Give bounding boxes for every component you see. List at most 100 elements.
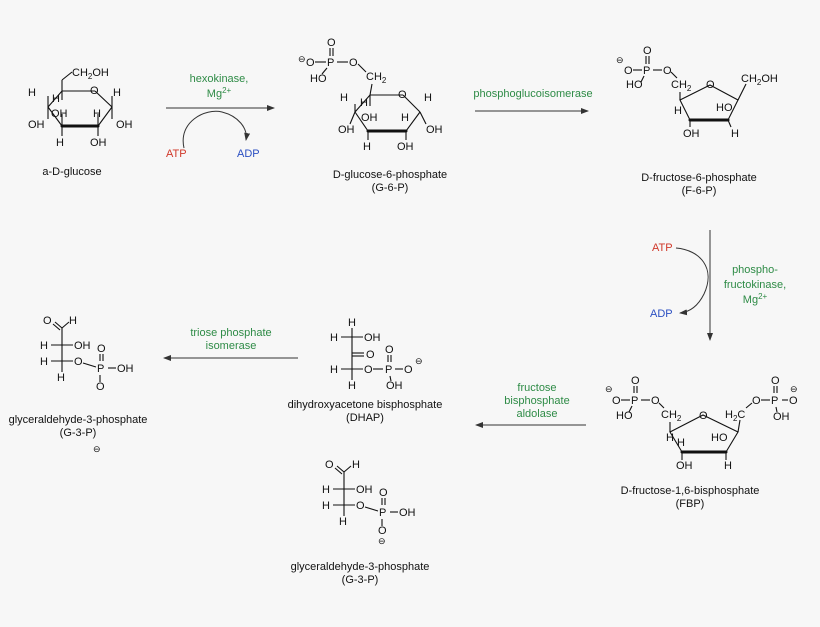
g3p-bottom-abbrev: (G-3-P) (342, 574, 379, 586)
g3p-h: H (322, 484, 330, 496)
aldolase-label-1: fructose (517, 382, 556, 394)
fbp-ch2-left: CH2 (661, 409, 682, 423)
g6p-oh: OH (361, 112, 378, 124)
phosphate-ho: HO (626, 79, 643, 91)
g3p-h: H (339, 516, 347, 528)
phosphate-o: O (789, 395, 798, 407)
g3p-h: H (352, 459, 360, 471)
glucose-oh: OH (116, 119, 133, 131)
atp-label: ATP (652, 242, 673, 254)
charge-minus: ⊖ (616, 55, 624, 65)
phosphate-oh: OH (773, 411, 790, 423)
f6p-ch2: CH2 (671, 79, 692, 93)
phosphorus: P (643, 65, 650, 77)
phosphate-o: O (643, 45, 652, 57)
fbp-structure: ⊖ O P O O HO CH2 O H H OH HO H H2C O P O… (605, 375, 798, 510)
ester-o: O (74, 356, 83, 368)
pfk-label-1: phospho- (732, 264, 778, 276)
g3p-left-label: glyceraldehyde-3-phosphate (9, 414, 148, 426)
hexokinase-step: hexokinase, Mg2+ ATP ADP (166, 73, 275, 160)
g6p-h: H (340, 92, 348, 104)
phosphate-o: O (379, 487, 388, 499)
phosphoglucoisomerase-label: phosphoglucoisomerase (473, 88, 592, 100)
f6p-structure: ⊖ O P O O HO CH2 O H OH HO H CH2OH D-fru… (616, 45, 778, 197)
phosphate-oh: OH (386, 380, 403, 392)
g3p-h: H (40, 340, 48, 352)
phosphorus: P (385, 364, 392, 376)
glucose-oh: OH (28, 119, 45, 131)
phosphate-o: O (97, 343, 106, 355)
g3p-h: H (40, 356, 48, 368)
phosphorus: P (379, 507, 386, 519)
charge-minus: ⊖ (93, 444, 101, 454)
phosphate-o: O (624, 65, 633, 77)
charge-minus: ⊖ (605, 384, 613, 394)
ring-oxygen: O (699, 410, 708, 422)
ring-oxygen: O (706, 79, 715, 91)
ring-oxygen: O (398, 89, 407, 101)
g3p-left-structure: O H H OH H O P O OH O H glyceraldehyde-3… (9, 315, 148, 454)
phosphate-oh: OH (399, 507, 416, 519)
pfk-step: ATP ADP phospho- fructokinase, Mg2+ (650, 230, 786, 341)
phosphate-o: O (631, 375, 640, 387)
hexokinase-label: hexokinase, (190, 73, 249, 85)
f6p-h: H (731, 128, 739, 140)
dhap-h: H (330, 332, 338, 344)
g3p-left-abbrev: (G-3-P) (60, 427, 97, 439)
phosphorus: P (771, 395, 778, 407)
g6p-h: H (363, 141, 371, 153)
g6p-ch2: CH2 (366, 71, 387, 85)
isomerase-step: phosphoglucoisomerase (473, 88, 593, 114)
fbp-h: H (724, 460, 732, 472)
ester-o: O (663, 65, 672, 77)
glucose-h: H (52, 93, 60, 105)
mg-label: Mg2+ (743, 292, 768, 306)
dhap-ketone-o: O (366, 349, 375, 361)
phosphate-o: O (327, 37, 336, 49)
mg-label: Mg2+ (207, 86, 232, 100)
g6p-label: D-glucose-6-phosphate (333, 169, 447, 181)
fbp-ho: HO (711, 432, 728, 444)
g3p-bottom-label: glyceraldehyde-3-phosphate (291, 561, 430, 573)
phosphate-o: O (378, 525, 387, 537)
phosphate-ho: HO (310, 73, 327, 85)
tpi-label-1: triose phosphate (190, 327, 271, 339)
glucose-h: H (113, 87, 121, 99)
aldolase-label-2: bisphosphate (504, 395, 569, 407)
g6p-oh: OH (426, 124, 443, 136)
dhap-h: H (348, 317, 356, 329)
phosphate-o: O (306, 57, 315, 69)
fbp-h: H (677, 437, 685, 449)
g6p-oh: OH (397, 141, 414, 153)
glucose-h: H (56, 137, 64, 149)
ring-oxygen: O (90, 85, 99, 97)
charge-minus: ⊖ (790, 384, 798, 394)
phosphate-o: O (404, 364, 413, 376)
aldehyde-o: O (43, 315, 52, 327)
glucose-ch2oh: CH2OH (72, 67, 109, 81)
phosphorus: P (327, 57, 334, 69)
f6p-abbrev: (F-6-P) (682, 185, 717, 197)
dhap-h: H (348, 380, 356, 392)
f6p-label: D-fructose-6-phosphate (641, 172, 757, 184)
phosphate-o: O (771, 375, 780, 387)
pfk-label-2: fructokinase, (724, 279, 786, 291)
cofactor-curve-arrow (182, 110, 251, 149)
charge-minus: ⊖ (298, 54, 306, 64)
phosphate-o: O (96, 381, 105, 393)
f6p-ho: HO (716, 102, 733, 114)
g3p-h: H (69, 315, 77, 327)
ester-o: O (364, 364, 373, 376)
adp-label: ADP (237, 148, 260, 160)
ester-o: O (651, 395, 660, 407)
g3p-bottom-structure: O H H OH H O P O OH O H ⊖ glyceraldehyde… (291, 459, 430, 586)
g3p-h: H (57, 372, 65, 384)
glucose-h: H (28, 87, 36, 99)
ester-o: O (356, 500, 365, 512)
g6p-h: H (401, 112, 409, 124)
phosphate-o: O (385, 344, 394, 356)
glucose-h: H (93, 108, 101, 120)
g6p-abbrev: (G-6-P) (372, 182, 409, 194)
dhap-label: dihydroxyacetone bisphosphate (288, 399, 443, 411)
fbp-oh: OH (676, 460, 693, 472)
